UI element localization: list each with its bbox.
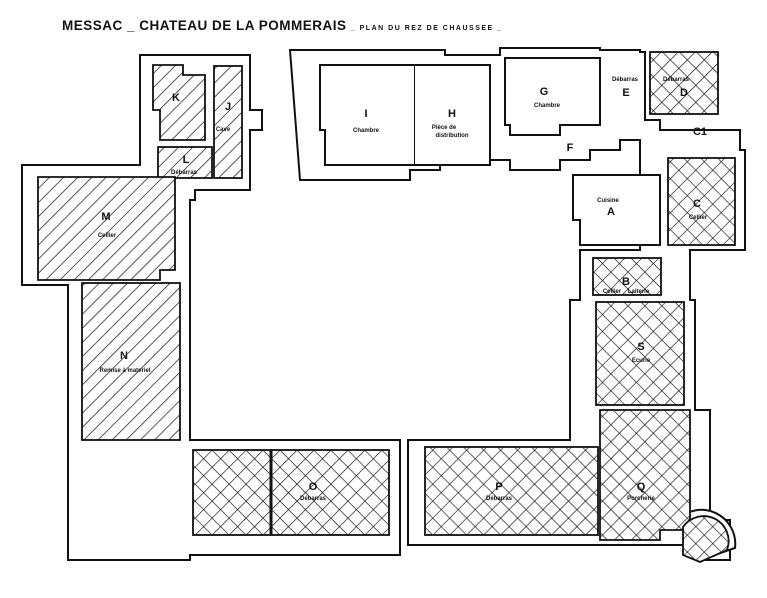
room-H-label: Pièce de	[432, 125, 457, 131]
room-M-letter: M	[101, 211, 110, 223]
room-S-letter: S	[637, 341, 644, 353]
room-J-letter: J	[225, 101, 231, 113]
room-A-letter: A	[607, 206, 615, 218]
room-O-label: Débarras	[300, 496, 327, 502]
room-Q-letter: Q	[637, 481, 646, 493]
room-F-letter: F	[567, 142, 574, 154]
room-D-area	[649, 51, 719, 115]
room-M-area	[37, 176, 176, 281]
room-G-label: Chambre	[534, 103, 561, 109]
room-J-label: Cave	[216, 127, 231, 133]
room-O-area	[192, 449, 390, 536]
room-B-letter: B	[622, 276, 630, 288]
room-M-label: Cellier	[98, 233, 117, 239]
room-E-letter: E	[622, 87, 629, 99]
room-Q-area	[599, 409, 691, 541]
plan-title-sub: _ PLAN DU REZ DE CHAUSSEE _	[350, 25, 503, 32]
room-D-label: Débarras	[663, 77, 690, 83]
room-P-label: Débarras	[486, 496, 513, 502]
room-J-area	[213, 65, 243, 179]
room-G-letter: G	[540, 86, 549, 98]
tower-area	[682, 515, 730, 563]
room-D-letter: D	[680, 87, 688, 99]
room-B-area	[592, 257, 662, 296]
plan-title: MESSAC _ CHATEAU DE LA POMMERAIS _ PLAN …	[62, 18, 503, 33]
hatched-rooms	[37, 51, 736, 563]
room-K-letter: K	[172, 92, 180, 104]
room-L-letter: L	[183, 154, 190, 166]
room-Q-label: Porcherie	[627, 496, 655, 502]
room-C-letter: C	[693, 198, 701, 210]
room-L-area	[157, 146, 213, 179]
room-C-label: Cellier	[689, 215, 708, 221]
room-P-area	[424, 446, 599, 536]
room-B-label: Cellier _ Laiterie	[603, 289, 650, 295]
room-S-area	[595, 301, 685, 406]
north-rooms	[319, 57, 661, 246]
room-C1-letter: C1	[693, 126, 707, 138]
room-E-label: Débarras	[612, 77, 639, 83]
room-L-label: Débarras	[171, 170, 198, 176]
room-N-label: Remise à materiel	[99, 368, 150, 374]
room-S-label: Ecurie	[632, 358, 651, 364]
room-N-letter: N	[120, 350, 128, 362]
room-O-letter: O	[309, 481, 318, 493]
room-I-letter: I	[364, 108, 367, 120]
room-N-area	[81, 282, 181, 441]
room-A-label: Cuisine	[597, 198, 619, 204]
room-H-letter: H	[448, 108, 456, 120]
room-H-label-2: distribution	[436, 133, 469, 139]
room-labels: K J Cave L Débarras I Chambre H Pièce de…	[98, 77, 708, 502]
plan-title-main: MESSAC _ CHATEAU DE LA POMMERAIS	[62, 18, 347, 33]
room-C-area	[667, 157, 736, 246]
room-K-area	[152, 64, 206, 141]
room-I-label: Chambre	[353, 128, 380, 134]
room-P-letter: P	[495, 481, 502, 493]
